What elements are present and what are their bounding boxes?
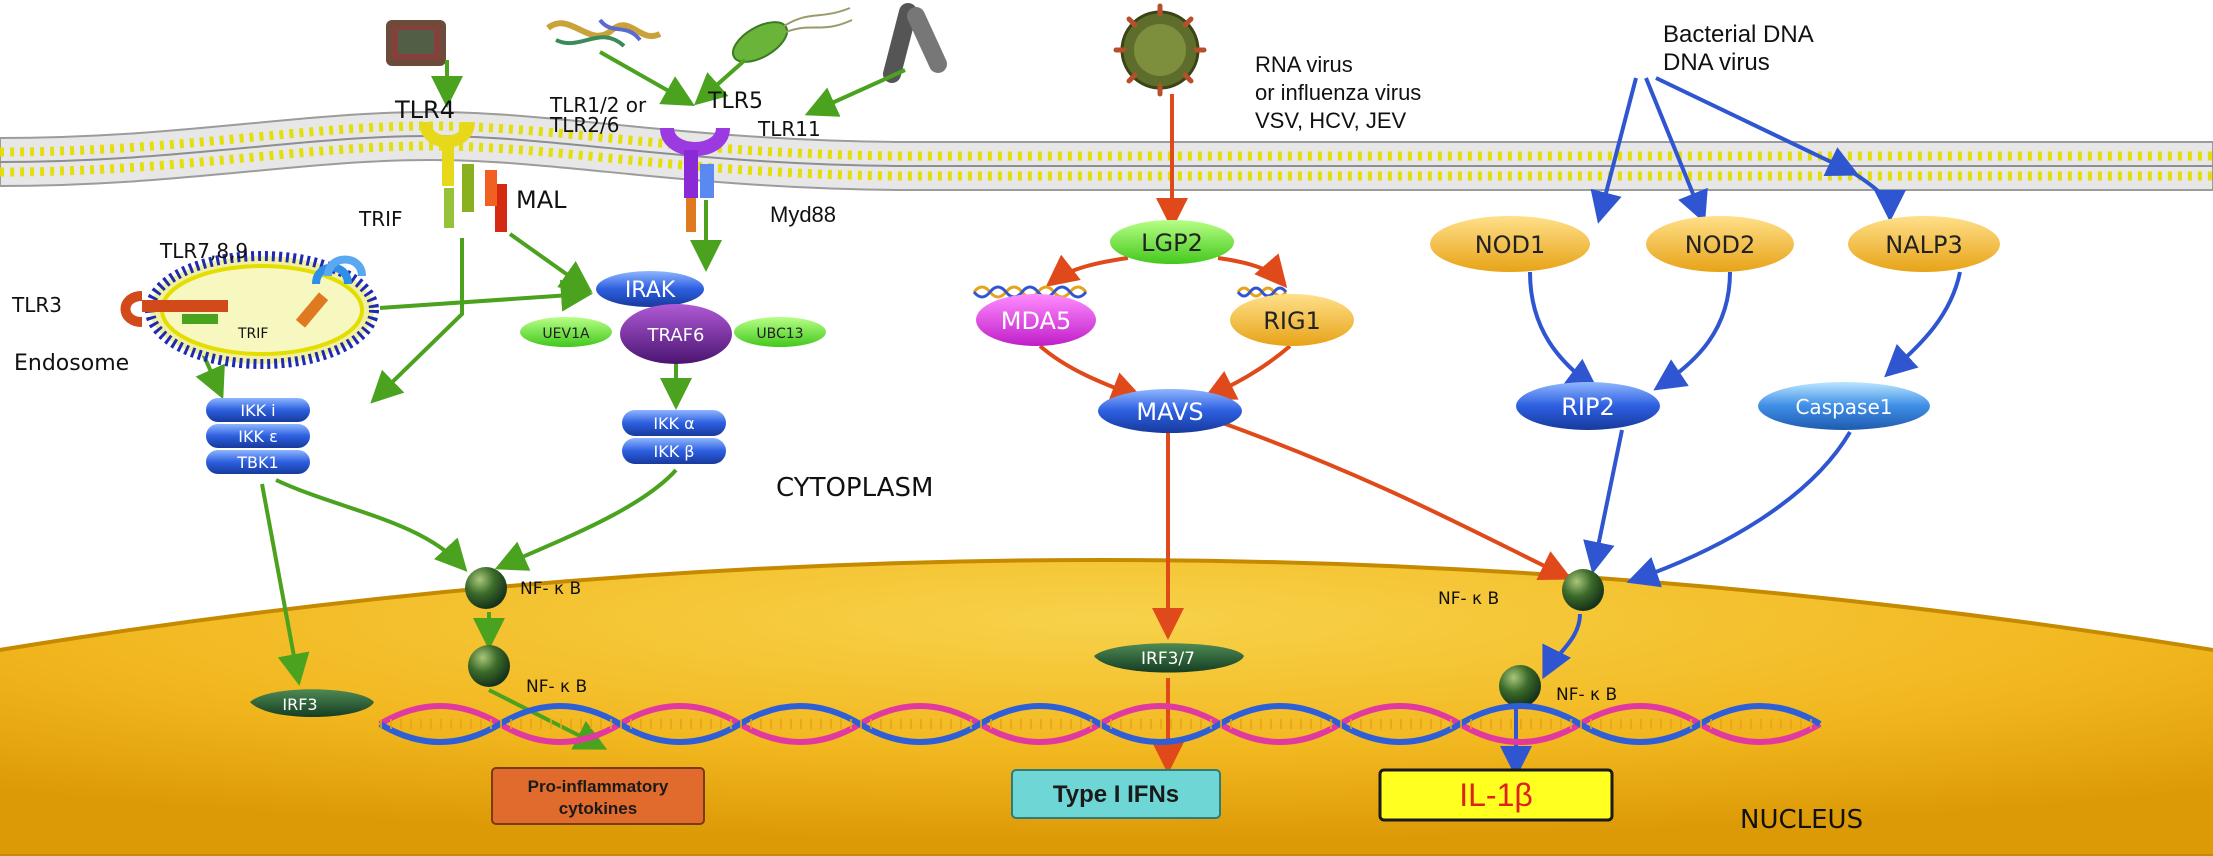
nucleus-label: NUCLEUS (1740, 805, 1863, 835)
endosome (120, 251, 379, 369)
rip2-node (1516, 382, 1660, 430)
traf6-label: TRAF6 (647, 325, 705, 346)
lgp2-label: LGP2 (1141, 229, 1203, 257)
mda5-node (976, 294, 1096, 346)
cytokines-label-1: Pro-inflammatory (528, 777, 669, 796)
rna-virus-label-3: VSV, HCV, JEV (1255, 108, 1407, 133)
nfkb-cyto-node (465, 567, 507, 609)
nod1-node (1430, 216, 1590, 272)
nfkb-nuc-label: NF- κ B (526, 677, 587, 697)
bacterium-icon (731, 7, 853, 63)
il1b-output-box (1378, 768, 1614, 822)
irf3-node (250, 689, 374, 718)
caspase1-label: Caspase1 (1795, 395, 1892, 419)
dna-helix-icon (378, 703, 1822, 745)
nlr-arrows (1500, 76, 1962, 778)
rip2-label: RIP2 (1561, 393, 1615, 421)
mda5-label: MDA5 (1001, 307, 1071, 335)
irf3-label: IRF3 (282, 695, 317, 714)
nfkb-right-nuc-label: NF- κ B (1556, 685, 1617, 705)
tlr12-label-1: TLR1/2 or (549, 93, 647, 117)
cytoplasm-label: CYTOPLASM (776, 473, 933, 503)
dna-virus-label: DNA virus (1663, 49, 1770, 76)
lgp2-node (1110, 220, 1234, 264)
rlr-arrows (1038, 94, 1573, 774)
irf37-node (1094, 643, 1244, 673)
uev1a-label: UEV1A (542, 326, 590, 342)
nfkb-nuc-node (468, 645, 510, 687)
tlr11-label: TLR11 (757, 117, 821, 141)
tlr5-label: TLR5 (707, 89, 763, 114)
tlr12-label-2: TLR2/6 (549, 113, 619, 137)
nod2-label: NOD2 (1685, 231, 1756, 259)
mavs-node (1098, 389, 1242, 433)
trif-label: TRIF (358, 207, 403, 231)
endosome-label: Endosome (14, 351, 129, 376)
irf37-label: IRF3/7 (1141, 649, 1195, 669)
virus-icon (1113, 3, 1207, 97)
rod-bacterium-icon (883, 3, 947, 83)
ikka-label: IKK α (653, 414, 694, 433)
ifn-label: Type I IFNs (1053, 781, 1179, 808)
ikk-complex-left (206, 398, 310, 474)
rna-virus-label-1: RNA virus (1255, 52, 1353, 77)
lps-particle-icon (386, 20, 446, 66)
rig1-label: RIG1 (1263, 307, 1321, 335)
tlr4-receptor (419, 121, 507, 232)
nfkb-right-nuc-node (1499, 665, 1541, 707)
ikk-complex-right (622, 410, 726, 464)
nfkb-cyto-label: NF- κ B (520, 579, 581, 599)
nalp3-label: NALP3 (1885, 231, 1962, 259)
tlr3-label: TLR3 (11, 293, 62, 317)
ifn-output-box (1011, 769, 1221, 819)
ikkb-label: IKK β (654, 442, 695, 461)
myd88-label: Myd88 (770, 202, 836, 227)
ikki-label: IKK i (240, 401, 275, 420)
nfkb-right-cyto-node (1562, 569, 1604, 611)
tlr-complex-receptor (660, 126, 730, 232)
mal-label: MAL (516, 186, 567, 214)
tbk1-label: TBK1 (236, 453, 278, 472)
uev1a-node (520, 317, 612, 347)
rig1-node (1230, 294, 1354, 346)
nfkb-right-cyto-label: NF- κ B (1438, 589, 1499, 609)
cytokines-output-box (491, 767, 705, 825)
irak-label: IRAK (625, 278, 676, 303)
tlr4-label: TLR4 (394, 96, 455, 124)
mavs-label: MAVS (1136, 398, 1203, 426)
rna-virus-label-2: or influenza virus (1255, 80, 1421, 105)
cell-membrane (0, 110, 2213, 191)
endosome-trif-label: TRIF (237, 326, 268, 342)
cytokines-label-2: cytokines (559, 799, 637, 818)
traf6-node (620, 304, 732, 364)
tlr789-label: TLR7,8,9 (159, 239, 248, 263)
bacterial-dna-label: Bacterial DNA (1663, 21, 1814, 48)
nalp3-node (1848, 216, 2000, 272)
il1b-label: IL-1β (1459, 777, 1533, 813)
ikke-label: IKK ε (238, 427, 277, 446)
nod2-node (1646, 216, 1794, 272)
caspase1-node (1758, 382, 1930, 430)
ubc13-node (734, 317, 826, 347)
protein-structure-icon (546, 18, 662, 48)
ubc13-label: UBC13 (756, 326, 803, 342)
irak-node (596, 271, 704, 307)
nod1-label: NOD1 (1475, 231, 1546, 259)
